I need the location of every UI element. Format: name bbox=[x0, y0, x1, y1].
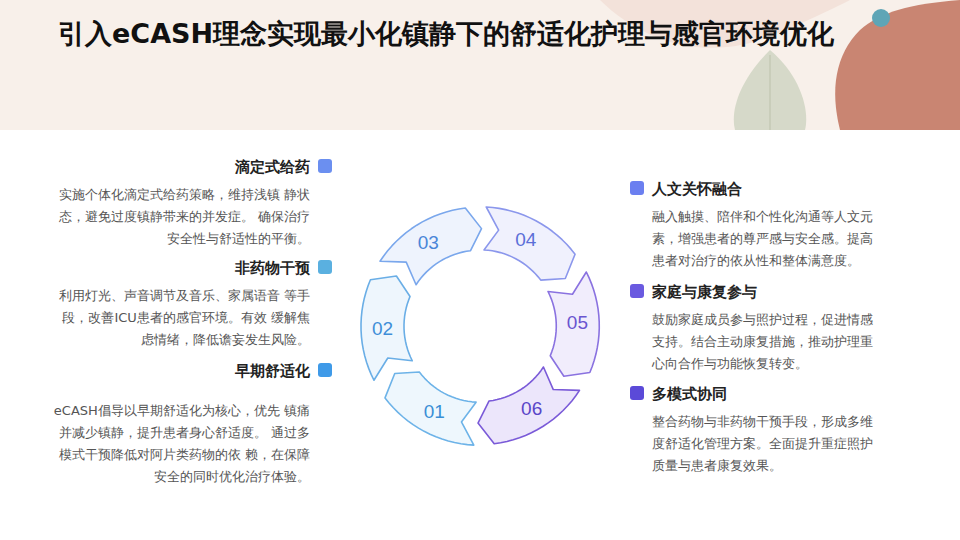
step-number: 02 bbox=[372, 318, 393, 340]
step-number: 03 bbox=[418, 232, 439, 254]
segment-outline bbox=[361, 276, 412, 380]
item-block: 家庭与康复参与鼓励家庭成员参与照护过程，促进情感 支持。结合主动康复措施，推动护… bbox=[628, 281, 890, 375]
item-block: 人文关怀融合融入触摸、陪伴和个性化沟通等人文元 素，增强患者的尊严感与安全感。提… bbox=[628, 178, 890, 272]
segment-outline bbox=[548, 272, 599, 376]
segment-outline bbox=[385, 372, 476, 445]
step-number: 01 bbox=[424, 401, 445, 423]
item-icon bbox=[318, 159, 332, 173]
ring-segment: 04 bbox=[481, 204, 578, 283]
header-band bbox=[0, 0, 960, 130]
item-icon bbox=[318, 363, 332, 377]
leaf-vein bbox=[769, 55, 771, 130]
item-body: 实施个体化滴定式给药策略，维持浅镇 静状态，避免过度镇静带来的并发症。 确保治疗… bbox=[52, 184, 334, 250]
item-body: eCASH倡导以早期舒适化为核心，优先 镇痛并减少镇静，提升患者身心舒适度。 通… bbox=[52, 400, 334, 488]
item-body: 融入触摸、陪伴和个性化沟通等人文元 素，增强患者的尊严感与安全感。提高 患者对治… bbox=[628, 206, 890, 272]
item-heading: 家庭与康复参与 bbox=[628, 281, 890, 303]
ring-segment: 06 bbox=[475, 364, 583, 447]
item-icon bbox=[630, 386, 644, 400]
step-number: 04 bbox=[515, 229, 536, 251]
step-number: 05 bbox=[567, 312, 588, 334]
ring-segment: 02 bbox=[358, 273, 415, 383]
ring-segment: 03 bbox=[377, 205, 485, 288]
item-icon bbox=[630, 284, 644, 298]
page-title: 引入eCASH理念实现最小化镇静下的舒适化护理与感官环境优化 bbox=[58, 12, 938, 56]
item-heading: 人文关怀融合 bbox=[628, 178, 890, 200]
item-body: 鼓励家庭成员参与照护过程，促进情感 支持。结合主动康复措施，推动护理重 心向合作… bbox=[628, 309, 890, 375]
segment-outline bbox=[478, 367, 580, 444]
item-body: 利用灯光、声音调节及音乐、家属语音 等手段，改善ICU患者的感官环境。有效 缓解… bbox=[52, 285, 334, 351]
item-block: 早期舒适化 eCASH倡导以早期舒适化为核心，优先 镇痛并减少镇静，提升患者身心舒… bbox=[52, 360, 334, 488]
corner-shape bbox=[835, 0, 960, 130]
segment-outline bbox=[380, 208, 482, 285]
item-heading: 滴定式给药 bbox=[52, 156, 334, 178]
item-heading: 多模式协同 bbox=[628, 383, 890, 405]
segment-outline bbox=[484, 207, 575, 280]
dot bbox=[872, 9, 890, 27]
item-icon bbox=[318, 260, 332, 274]
item-heading: 非药物干预 bbox=[52, 257, 334, 279]
item-icon bbox=[630, 181, 644, 195]
step-number: 06 bbox=[521, 398, 542, 420]
item-block: 滴定式给药实施个体化滴定式给药策略，维持浅镇 静状态，避免过度镇静带来的并发症。… bbox=[52, 156, 334, 250]
ring-segment: 05 bbox=[545, 269, 602, 379]
leaf bbox=[734, 50, 806, 130]
item-block: 非药物干预利用灯光、声音调节及音乐、家属语音 等手段，改善ICU患者的感官环境。… bbox=[52, 257, 334, 351]
item-heading: 早期舒适化 bbox=[52, 360, 334, 382]
ring-segment: 01 bbox=[382, 369, 479, 448]
item-body: 整合药物与非药物干预手段，形成多维 度舒适化管理方案。全面提升重症照护 质量与患… bbox=[628, 411, 890, 477]
item-block: 多模式协同整合药物与非药物干预手段，形成多维 度舒适化管理方案。全面提升重症照护… bbox=[628, 383, 890, 477]
